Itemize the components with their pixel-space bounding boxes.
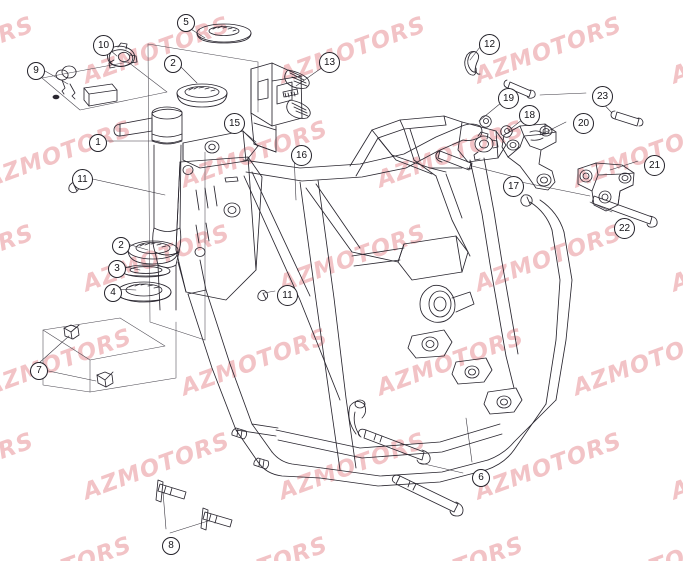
callout-number: 9 — [33, 65, 39, 76]
callout-bracket-bolt[interactable]: 22 — [614, 218, 635, 239]
callout-top-bearing-race[interactable]: 5 — [177, 14, 195, 32]
callout-number: 13 — [323, 56, 336, 68]
callout-steering-bearing-upper[interactable]: 2 — [164, 55, 182, 73]
callout-frame-bolt-small[interactable]: 11 — [72, 169, 93, 190]
callout-head-tube-gusset[interactable]: 15 — [224, 113, 245, 134]
callout-steering-lock-clamp[interactable]: 10 — [93, 35, 114, 56]
callout-frame-nut[interactable]: 7 — [30, 362, 48, 380]
callout-flange-bolt-long[interactable]: 23 — [592, 86, 613, 107]
callout-spacer-bush[interactable]: 18 — [519, 105, 540, 126]
callout-number: 18 — [523, 109, 536, 121]
callout-number: 1 — [95, 137, 101, 148]
callout-number: 22 — [618, 222, 631, 234]
callout-number: 2 — [170, 58, 176, 69]
callout-dust-seal[interactable]: 3 — [108, 260, 126, 278]
callout-number: 20 — [577, 117, 590, 129]
callout-number: 6 — [478, 472, 484, 483]
callout-number: 7 — [36, 365, 42, 376]
callout-number: 19 — [502, 92, 515, 104]
callout-number: 11 — [282, 289, 293, 301]
callout-number: 11 — [77, 173, 88, 185]
callout-cable-clip[interactable]: 12 — [479, 34, 500, 55]
callout-number: 23 — [596, 90, 609, 102]
callout-number: 17 — [507, 180, 520, 192]
callout-engine-bracket-lower[interactable]: 21 — [644, 155, 665, 176]
callout-frame-bolt-small[interactable]: 11 — [277, 285, 298, 306]
callout-number: 4 — [110, 287, 116, 298]
callout-number: 12 — [483, 38, 496, 50]
callout-number: 10 — [97, 39, 110, 51]
callout-number: 2 — [118, 240, 124, 251]
callout-ignition-key-set[interactable]: 9 — [27, 62, 45, 80]
callout-main-frame[interactable]: 1 — [89, 134, 107, 152]
callout-head-tube-plate[interactable]: 16 — [291, 145, 312, 166]
callout-number: 8 — [168, 540, 174, 551]
callout-instrument-bracket[interactable]: 13 — [319, 52, 340, 73]
callout-number: 3 — [114, 263, 120, 274]
callout-lower-bearing-race[interactable]: 4 — [104, 284, 122, 302]
callout-cradle-bolt[interactable]: 6 — [472, 469, 490, 487]
callout-number: 21 — [648, 159, 661, 171]
callout-number: 16 — [295, 149, 308, 161]
callout-engine-bracket-upper[interactable]: 20 — [573, 113, 594, 134]
callout-cradle-pin[interactable]: 8 — [162, 537, 180, 555]
callout-number: 5 — [183, 17, 189, 28]
callout-collar-bush[interactable]: 19 — [498, 88, 519, 109]
callout-pivot-shaft[interactable]: 17 — [503, 176, 524, 197]
callout-number: 15 — [228, 117, 241, 129]
callout-steering-bearing-lower[interactable]: 2 — [112, 237, 130, 255]
